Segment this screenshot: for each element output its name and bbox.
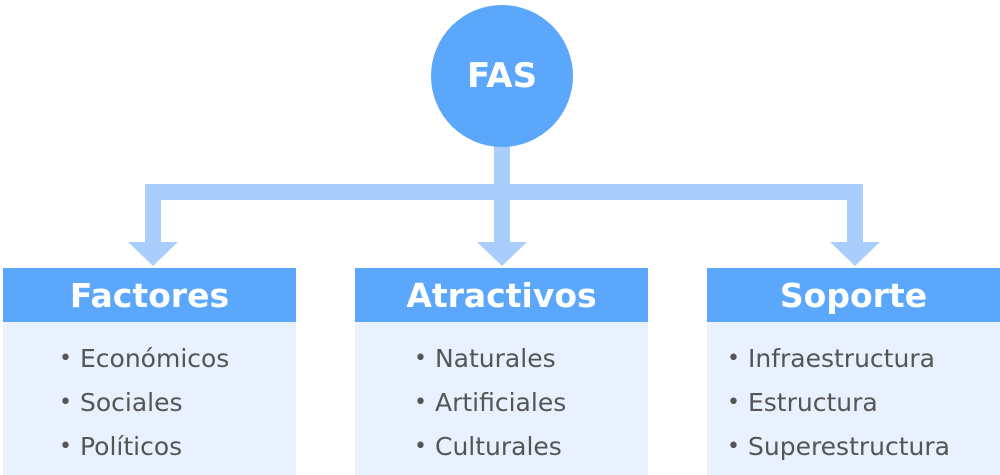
category-header: Atractivos [355, 268, 648, 322]
list-item-label: Naturales [434, 343, 556, 373]
category-box-soporte: Soporte • Infraestructura • Estructura • Su… [707, 268, 1000, 475]
list-item-label: Infraestructura [747, 343, 935, 373]
list-item: • Culturales [414, 424, 648, 468]
bullet-icon: • [727, 433, 740, 459]
bullet-icon: • [727, 345, 740, 371]
list-item-label: Superestructura [747, 431, 950, 461]
bullet-icon: • [59, 433, 72, 459]
list-item-label: Políticos [79, 431, 183, 461]
category-title: Soporte [779, 275, 928, 315]
category-item-list: • Económicos • Sociales • Políticos [3, 322, 296, 468]
bullet-icon: • [59, 389, 72, 415]
arrowhead-right [830, 242, 880, 266]
list-item: • Infraestructura [727, 336, 1000, 380]
category-box-atractivos: Atractivos • Naturales • Artificiales • Cul… [355, 268, 648, 475]
list-item: • Naturales [414, 336, 648, 380]
connector-branch-left [145, 184, 161, 244]
bullet-icon: • [59, 345, 72, 371]
category-header: Soporte [707, 268, 1000, 322]
arrowhead-middle [477, 242, 527, 266]
connector-branch-middle [494, 184, 510, 244]
list-item: • Políticos [59, 424, 296, 468]
bullet-icon: • [414, 433, 427, 459]
arrowhead-left [128, 242, 178, 266]
list-item-label: Artificiales [434, 387, 567, 417]
root-label: FAS [466, 56, 538, 96]
list-item-label: Sociales [79, 387, 183, 417]
list-item: • Artificiales [414, 380, 648, 424]
list-item: • Estructura [727, 380, 1000, 424]
category-title: Factores [69, 275, 230, 315]
bullet-icon: • [414, 389, 427, 415]
bullet-icon: • [727, 389, 740, 415]
root-node-circle: FAS [431, 5, 573, 147]
list-item-label: Estructura [747, 387, 878, 417]
list-item-label: Culturales [434, 431, 562, 461]
category-header: Factores [3, 268, 296, 322]
list-item-label: Económicos [79, 343, 230, 373]
list-item: • Económicos [59, 336, 296, 380]
category-box-factores: Factores • Económicos • Sociales • Político… [3, 268, 296, 475]
category-item-list: • Infraestructura • Estructura • Superestru… [707, 322, 1000, 468]
bullet-icon: • [414, 345, 427, 371]
list-item: • Superestructura [727, 424, 1000, 468]
list-item: • Sociales [59, 380, 296, 424]
connector-branch-right [847, 184, 863, 244]
category-item-list: • Naturales • Artificiales • Culturales [355, 322, 648, 468]
category-title: Atractivos [406, 275, 597, 315]
